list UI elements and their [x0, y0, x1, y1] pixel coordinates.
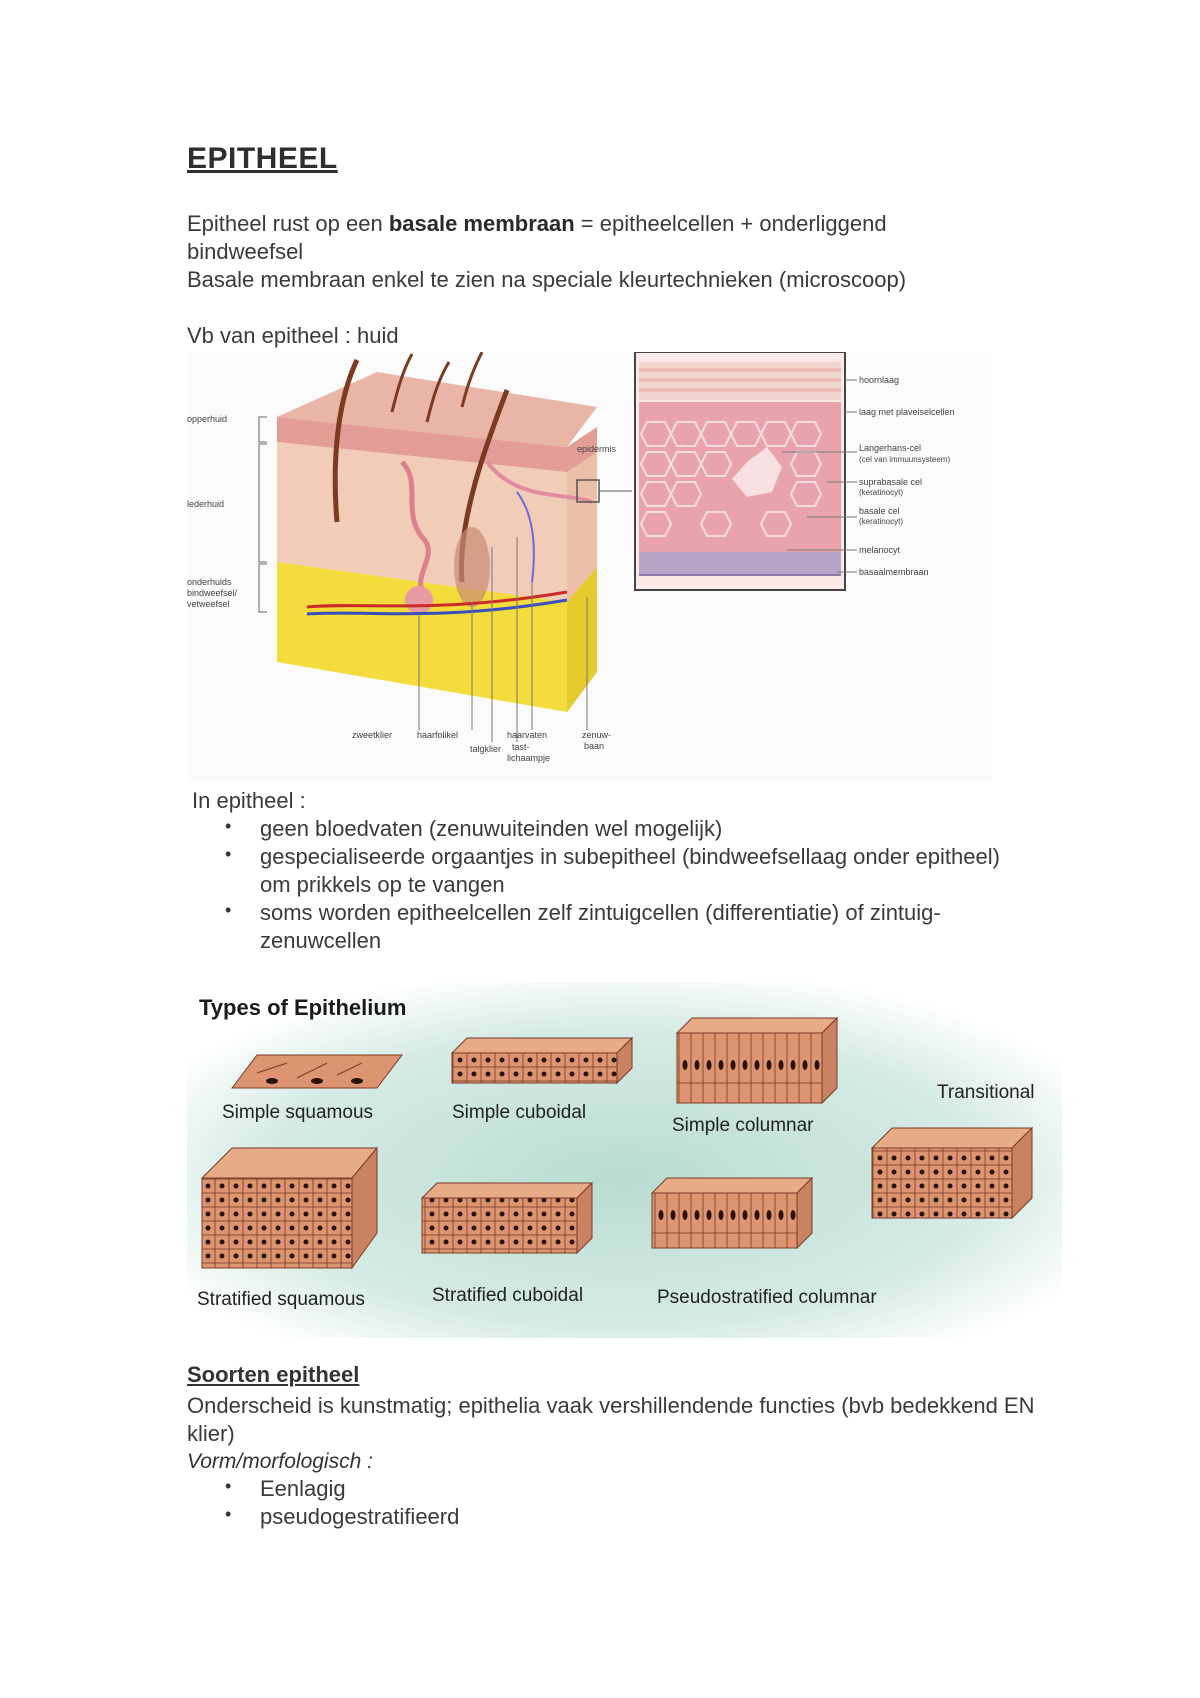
example-line: Vb van epitheel : huid: [187, 323, 399, 348]
label-basale-cel-sub: (keratinocyt): [859, 517, 903, 526]
label-transitional: Transitional: [937, 1082, 1035, 1103]
list-item: soms worden epitheelcellen zelf zintuigc…: [225, 896, 1015, 955]
label-stratified-cuboidal: Stratified cuboidal: [432, 1285, 583, 1306]
label-epidermis: epidermis: [577, 444, 617, 454]
label-langerhans: Langerhans-cel: [859, 443, 921, 453]
label-simple-columnar: Simple columnar: [672, 1115, 814, 1136]
list-item: gespecialiseerde orgaantjes in subepithe…: [225, 840, 1015, 899]
types-title: Types of Epithelium: [199, 995, 406, 1020]
skin-diagram: opperhuid lederhuid onderhuids bindweefs…: [187, 351, 992, 782]
label-haarfolikel: haarfolikel: [417, 730, 458, 740]
label-suprabasale: suprabasale cel: [859, 477, 922, 487]
label-pseudostratified-columnar: Pseudostratified columnar: [657, 1287, 877, 1308]
skin-surface: [277, 372, 597, 447]
label-baan: baan: [584, 741, 604, 751]
intro-paragraph: Epitheel rust op een basale membraan = e…: [187, 211, 887, 264]
label-lichaampje: lichaampje: [507, 753, 550, 763]
label-opperhuid: opperhuid: [187, 414, 227, 424]
vorm-heading: Vorm/morfologisch :: [187, 1450, 373, 1473]
types-of-epithelium-diagram: Types of Epithelium Simple squamous Simp…: [187, 983, 1062, 1338]
label-tast: tast-: [512, 742, 530, 752]
list-item: Eenlagig: [225, 1472, 925, 1503]
label-basale-cel: basale cel: [859, 506, 900, 516]
label-vetweefsel: vetweefsel: [187, 599, 230, 609]
soorten-heading: Soorten epitheel: [187, 1362, 360, 1387]
epidermis-zoom: [634, 351, 846, 591]
label-basaalmembraan: basaalmembraan: [859, 567, 929, 577]
label-zweetklier: zweetklier: [352, 730, 392, 740]
list-item: pseudogestratifieerd: [225, 1500, 925, 1531]
in-epitheel-list: geen bloedvaten (zenuwuiteinden wel moge…: [225, 812, 1015, 955]
label-onderhuids: onderhuids: [187, 577, 232, 587]
label-simple-cuboidal: Simple cuboidal: [452, 1102, 586, 1123]
label-plaveiselcellen: laag met plaveiselcellen: [859, 407, 955, 417]
page-title: EPITHEEL: [187, 142, 338, 175]
label-lederhuid: lederhuid: [187, 499, 224, 509]
label-stratified-squamous: Stratified squamous: [197, 1289, 365, 1310]
label-suprabasale-sub: (keratinocyt): [859, 488, 903, 497]
in-epitheel-heading: In epitheel :: [192, 788, 306, 813]
basale-membraan-note: Basale membraan enkel te zien na special…: [187, 267, 907, 292]
label-bindweefsel: bindweefsel/: [187, 588, 238, 598]
soorten-text: Onderscheid is kunstmatig; epithelia vaa…: [187, 1393, 1035, 1446]
label-hoornlaag: hoornlaag: [859, 375, 899, 385]
label-melanocyt: melanocyt: [859, 545, 901, 555]
basale-membraan-term: basale membraan: [388, 211, 575, 236]
label-langerhans-sub: (cel van immuunsysteem): [859, 455, 950, 464]
vorm-list: Eenlagig pseudogestratifieerd: [225, 1472, 925, 1531]
label-haarvaten: haarvaten: [507, 730, 547, 740]
list-item: geen bloedvaten (zenuwuiteinden wel moge…: [225, 812, 1015, 843]
label-talgklier: talgklier: [470, 744, 501, 754]
label-simple-squamous: Simple squamous: [222, 1102, 373, 1123]
label-zenuw: zenuw-: [582, 730, 611, 740]
